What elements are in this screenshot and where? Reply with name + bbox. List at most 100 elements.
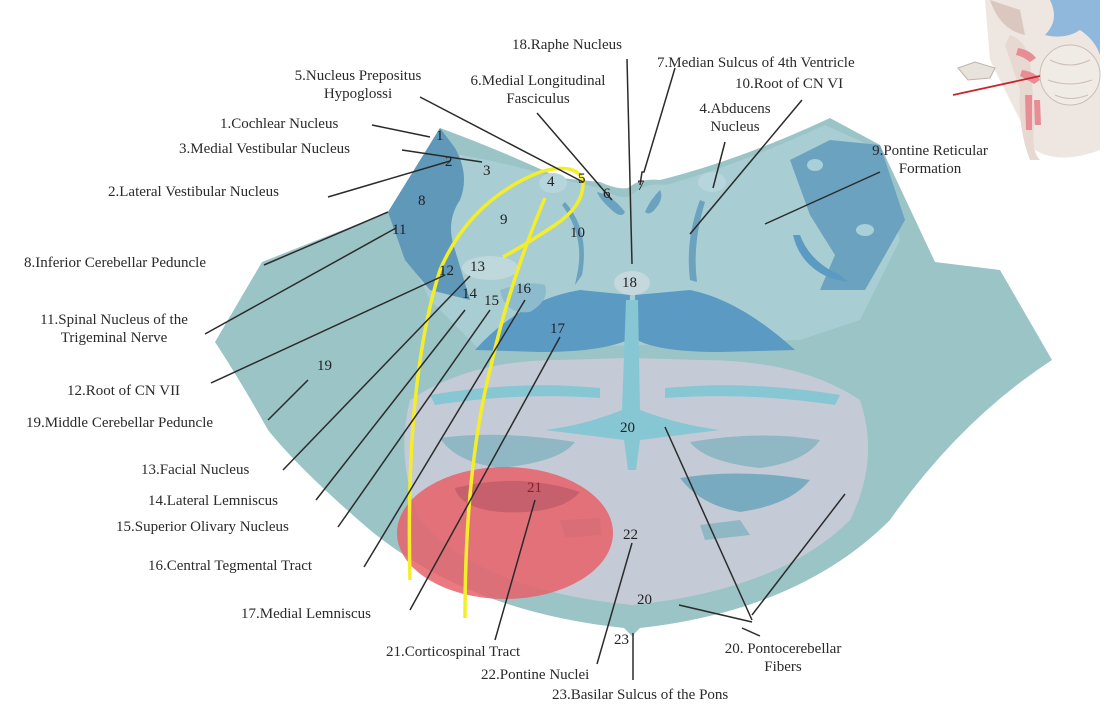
leader-17 — [409, 336, 561, 611]
label-abducens-line1: 4.Abducens — [699, 101, 771, 117]
label-mlf-line2: Fasciculus — [506, 91, 570, 107]
leader-21 — [494, 499, 536, 641]
label-median-sulcus-4th-ventricle: 7.Median Sulcus of 4th Ventricle — [657, 55, 855, 71]
num-6: 6 — [603, 186, 611, 202]
fiber-band-right-1 — [665, 385, 840, 405]
num-12: 12 — [439, 263, 454, 279]
num-22: 22 — [623, 527, 638, 543]
label-medial-longitudinal-fasciculus: 6.Medial Longitudinal Fasciculus — [450, 72, 626, 108]
leader-5 — [419, 96, 584, 183]
leader-20c — [678, 604, 753, 623]
leader-4 — [712, 141, 726, 189]
leader-15 — [337, 309, 491, 528]
num-18: 18 — [622, 275, 637, 291]
label-pontine-nuclei: 22.Pontine Nuclei — [481, 667, 590, 683]
leader-9 — [764, 171, 881, 225]
leader-7 — [639, 67, 676, 186]
label-pontine-reticular-formation: 9.Pontine Reticular Formation — [850, 142, 1010, 178]
right-pale-spot-2 — [856, 224, 874, 236]
leader-18 — [626, 58, 633, 265]
label-lateral-vestibular-nucleus: 2.Lateral Vestibular Nucleus — [108, 184, 279, 200]
leader-8 — [263, 211, 389, 266]
leader-6 — [536, 112, 613, 201]
label-nucleus-prepositus-line1: 5.Nucleus Prepositus — [294, 68, 422, 84]
leader-1 — [371, 124, 431, 138]
num-1: 1 — [436, 128, 444, 144]
label-raphe-nucleus: 18.Raphe Nucleus — [512, 37, 622, 53]
label-pontocerebellar-fibers-line1: 20. Pontocerebellar — [724, 641, 842, 657]
abducens-nucleus-left — [539, 173, 567, 193]
num-13: 13 — [470, 259, 485, 275]
num-20-upper: 20 — [620, 420, 635, 436]
num-8: 8 — [418, 193, 426, 209]
num-10: 10 — [570, 225, 585, 241]
leader-20b — [751, 493, 846, 616]
medial-lemniscus-right — [635, 290, 795, 352]
leader-13 — [282, 275, 471, 471]
num-16: 16 — [516, 281, 532, 297]
inferior-cerebellar-peduncle-shape — [388, 128, 470, 300]
leader-16 — [363, 299, 526, 568]
pontine-nuclei-right-2 — [680, 473, 810, 512]
label-cochlear-nucleus: 1.Cochlear Nucleus — [220, 116, 339, 132]
label-lateral-lemniscus: 14.Lateral Lemniscus — [148, 493, 278, 509]
num-17: 17 — [550, 321, 566, 337]
pontocerebellar-fibers-midline — [545, 300, 720, 470]
num-2: 2 — [445, 154, 453, 170]
fiber-band-left-1 — [430, 385, 600, 405]
root-cn-vi-right-shape — [688, 200, 705, 282]
label-middle-cerebellar-peduncle: 19.Middle Cerebellar Peduncle — [26, 415, 214, 431]
label-root-cn-vii: 12.Root of CN VII — [67, 383, 181, 399]
abducens-nucleus-right — [698, 172, 726, 192]
num-21: 21 — [527, 480, 542, 496]
right-dark-region — [790, 140, 905, 290]
label-pontine-reticular-line2: Formation — [898, 161, 962, 177]
mlf-right — [645, 190, 662, 214]
label-nucleus-prepositus-line2: Hypoglossi — [323, 86, 393, 102]
num-4: 4 — [547, 174, 555, 190]
mlf-left — [597, 192, 625, 215]
label-corticospinal-tract: 21.Corticospinal Tract — [386, 644, 521, 660]
leader-14 — [315, 309, 466, 501]
num-7: 7 — [637, 178, 645, 194]
num-11: 11 — [392, 222, 406, 238]
num-19: 19 — [317, 358, 332, 374]
label-spinal-nucleus-trigeminal-line1: 11.Spinal Nucleus of the — [40, 312, 188, 328]
label-mlf-line1: 6.Medial Longitudinal — [470, 73, 606, 89]
right-pale-spot — [807, 159, 823, 171]
leader-lines — [204, 58, 881, 680]
leader-20a — [664, 426, 753, 621]
corticospinal-inner-dark — [455, 480, 580, 513]
label-pontine-reticular-line1: 9.Pontine Reticular — [872, 143, 988, 159]
label-central-tegmental-tract: 16.Central Tegmental Tract — [148, 558, 313, 574]
label-superior-olivary-nucleus: 15.Superior Olivary Nucleus — [116, 519, 289, 535]
pontine-nuclei-right — [690, 435, 820, 468]
num-14: 14 — [462, 286, 478, 302]
label-medial-lemniscus: 17.Medial Lemniscus — [241, 606, 371, 622]
sagittal-brainstem-inset-icon — [952, 0, 1101, 160]
num-15: 15 — [484, 293, 499, 309]
facial-nerve-loop-trace — [407, 166, 585, 581]
facial-nucleus-shape — [462, 256, 518, 280]
pontine-nuclei-right-3 — [700, 520, 750, 540]
right-curved-band — [793, 235, 848, 282]
leader-11 — [204, 227, 397, 335]
label-spinal-nucleus-trigeminal: 11.Spinal Nucleus of the Trigeminal Nerv… — [22, 311, 206, 347]
label-inferior-cerebellar-peduncle: 8.Inferior Cerebellar Peduncle — [24, 255, 206, 271]
leader-22 — [596, 542, 633, 665]
leader-10 — [689, 99, 803, 235]
raphe-nucleus-shape — [614, 271, 650, 295]
leader-20d — [741, 627, 761, 637]
num-20-lower: 20 — [637, 592, 652, 608]
label-nucleus-prepositus-hypoglossi: 5.Nucleus Prepositus Hypoglossi — [278, 67, 438, 103]
label-medial-vestibular-nucleus: 3.Medial Vestibular Nucleus — [179, 141, 350, 157]
label-pontocerebellar-fibers: 20. Pontocerebellar Fibers — [708, 640, 858, 676]
label-basilar-sulcus: 23.Basilar Sulcus of the Pons — [552, 687, 729, 703]
label-abducens-line2: Nucleus — [710, 119, 760, 135]
label-facial-nucleus: 13.Facial Nucleus — [141, 462, 250, 478]
root-cn-vi-left-shape — [562, 202, 584, 285]
leader-12 — [210, 274, 446, 384]
label-pontocerebellar-fibers-line2: Fibers — [764, 659, 802, 675]
num-3: 3 — [483, 163, 491, 179]
